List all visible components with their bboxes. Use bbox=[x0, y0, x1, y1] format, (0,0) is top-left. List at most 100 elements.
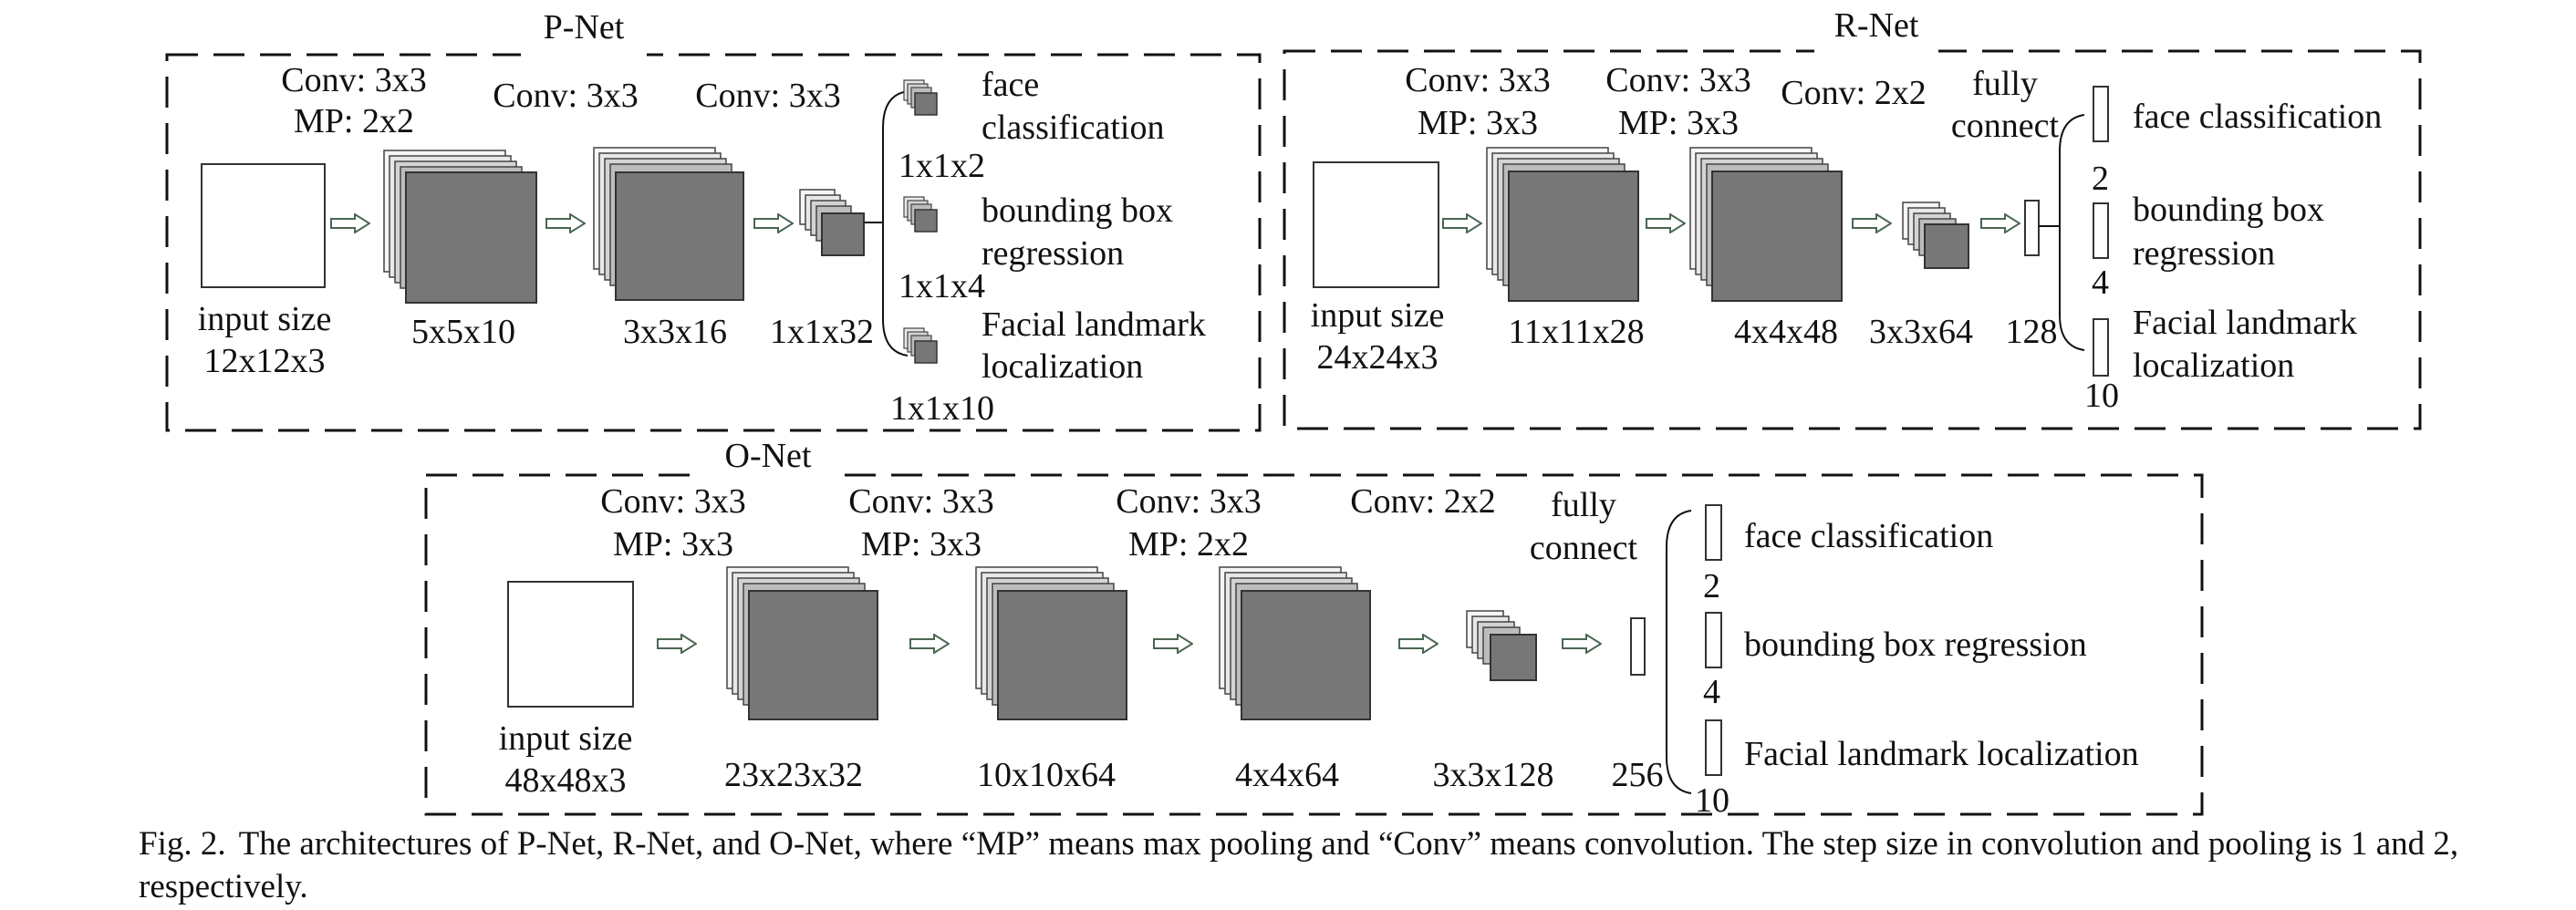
pnet-arrow-3 bbox=[753, 213, 794, 233]
onet-map3-dim: 4x4x64 bbox=[1235, 756, 1339, 794]
onet-fc-line2: connect bbox=[1530, 529, 1638, 567]
rnet-panel: R-Net input size 24x24x3 Conv: 3x3 MP: 3… bbox=[1283, 6, 2422, 430]
onet-feature-map-1 bbox=[726, 566, 878, 720]
rnet-op2-line1: Conv: 3x3 bbox=[1605, 61, 1750, 99]
onet-border bbox=[424, 473, 2204, 816]
pnet-out-face-line1: face bbox=[982, 66, 1039, 104]
pnet-map3-dim: 1x1x32 bbox=[770, 313, 874, 351]
pnet-out-face-dim: 1x1x2 bbox=[898, 147, 985, 185]
pnet-feature-map-3 bbox=[799, 189, 865, 256]
pnet-output-brace bbox=[882, 90, 909, 357]
rnet-map2-dim: 4x4x48 bbox=[1734, 313, 1838, 351]
rnet-op1-line2: MP: 3x3 bbox=[1418, 104, 1538, 142]
pnet-op1-line1: Conv: 3x3 bbox=[281, 61, 426, 99]
pnet-border bbox=[165, 53, 1262, 432]
rnet-map3-dim: 3x3x64 bbox=[1869, 313, 1973, 351]
pnet-out-bbox-dim: 1x1x4 bbox=[898, 267, 985, 305]
onet-map1-dim: 23x23x32 bbox=[724, 756, 863, 794]
onet-op2-line2: MP: 3x3 bbox=[861, 525, 982, 564]
onet-arrow-1 bbox=[657, 634, 697, 654]
rnet-arrow-2 bbox=[1646, 213, 1686, 233]
pnet-op3: Conv: 3x3 bbox=[695, 77, 840, 115]
pnet-op1-line2: MP: 2x2 bbox=[294, 102, 414, 140]
rnet-fc-line1: fully bbox=[1972, 65, 2038, 103]
pnet-out-bbox-line2: regression bbox=[982, 234, 1124, 273]
rnet-out-bbox-bar bbox=[2093, 202, 2109, 259]
onet-feature-map-3 bbox=[1219, 566, 1371, 720]
rnet-input-label-1: input size bbox=[1311, 296, 1445, 335]
rnet-op1-line1: Conv: 3x3 bbox=[1405, 61, 1550, 99]
rnet-feature-map-1 bbox=[1486, 147, 1639, 302]
onet-arrow-4 bbox=[1398, 634, 1439, 654]
rnet-input-image bbox=[1313, 161, 1439, 288]
rnet-output-brace bbox=[2059, 114, 2085, 351]
pnet-map2-dim: 3x3x16 bbox=[623, 313, 727, 351]
onet-input-image bbox=[507, 581, 634, 708]
rnet-out-face-bar bbox=[2093, 86, 2109, 142]
rnet-op2-line2: MP: 3x3 bbox=[1618, 104, 1739, 142]
pnet-op2: Conv: 3x3 bbox=[493, 77, 638, 115]
pnet-input-image bbox=[201, 163, 326, 288]
onet-out-face-dim: 2 bbox=[1703, 567, 1720, 605]
pnet-out-bbox-line1: bounding box bbox=[982, 191, 1173, 230]
pnet-input-label-2: 12x12x3 bbox=[204, 342, 326, 380]
onet-fc-vector bbox=[1630, 617, 1646, 676]
pnet-map1-dim: 5x5x10 bbox=[411, 313, 515, 351]
pnet-out-bbox-icon bbox=[903, 196, 938, 233]
onet-out-bbox-bar bbox=[1705, 612, 1722, 668]
rnet-out-landmark-bar bbox=[2093, 318, 2109, 377]
pnet-arrow-2 bbox=[545, 213, 586, 233]
pnet-out-face-icon bbox=[903, 79, 938, 116]
figure-caption-label: Fig. 2. bbox=[139, 825, 226, 863]
onet-out-face-label: face classification bbox=[1744, 517, 1993, 555]
onet-out-landmark-dim: 10 bbox=[1695, 781, 1729, 820]
onet-fc-dim: 256 bbox=[1612, 756, 1664, 794]
rnet-fc-vector bbox=[2024, 200, 2040, 256]
onet-op3-line2: MP: 2x2 bbox=[1128, 525, 1249, 564]
rnet-arrow-1 bbox=[1442, 213, 1482, 233]
pnet-arrow-1 bbox=[330, 213, 370, 233]
rnet-out-landmark-line2: localization bbox=[2133, 346, 2294, 385]
onet-feature-map-4 bbox=[1466, 610, 1537, 681]
pnet-out-landmark-line2: localization bbox=[982, 347, 1143, 386]
onet-out-landmark-bar bbox=[1705, 719, 1722, 776]
onet-output-brace bbox=[1666, 510, 1692, 794]
pnet-out-landmark-icon bbox=[903, 327, 938, 364]
onet-out-bbox-label: bounding box regression bbox=[1744, 626, 2087, 664]
rnet-fc-line2: connect bbox=[1951, 107, 2060, 145]
onet-op1-line1: Conv: 3x3 bbox=[600, 482, 745, 521]
onet-feature-map-2 bbox=[975, 566, 1127, 720]
rnet-fc-dim: 128 bbox=[2006, 313, 2058, 351]
onet-op4: Conv: 2x2 bbox=[1350, 482, 1495, 521]
rnet-out-face-dim: 2 bbox=[2092, 160, 2109, 198]
onet-map2-dim: 10x10x64 bbox=[977, 756, 1116, 794]
onet-out-face-bar bbox=[1705, 504, 1722, 561]
pnet-panel: P-Net input size 12x12x3 Conv: 3x3 MP: 2… bbox=[165, 8, 1262, 432]
onet-op1-line2: MP: 3x3 bbox=[613, 525, 733, 564]
onet-out-bbox-dim: 4 bbox=[1703, 673, 1720, 711]
rnet-out-bbox-line1: bounding box bbox=[2133, 191, 2324, 229]
pnet-out-landmark-dim: 1x1x10 bbox=[890, 389, 994, 428]
rnet-input-label-2: 24x24x3 bbox=[1317, 338, 1439, 377]
onet-map4-dim: 3x3x128 bbox=[1433, 756, 1554, 794]
onet-op3-line1: Conv: 3x3 bbox=[1116, 482, 1261, 521]
rnet-op3: Conv: 2x2 bbox=[1781, 74, 1926, 112]
onet-arrow-5 bbox=[1562, 634, 1602, 654]
rnet-map1-dim: 11x11x28 bbox=[1508, 313, 1644, 351]
rnet-arrow-4 bbox=[1980, 213, 2020, 233]
pnet-input-label-1: input size bbox=[198, 300, 332, 338]
figure-caption-text: The architectures of P-Net, R-Net, and O… bbox=[139, 825, 2459, 905]
rnet-arrow-3 bbox=[1852, 213, 1892, 233]
onet-input-label-1: input size bbox=[499, 719, 633, 758]
onet-arrow-2 bbox=[909, 634, 950, 654]
pnet-out-landmark-line1: Facial landmark bbox=[982, 305, 1206, 344]
onet-input-label-2: 48x48x3 bbox=[505, 761, 627, 800]
rnet-feature-map-3 bbox=[1902, 202, 1969, 269]
rnet-out-landmark-dim: 10 bbox=[2084, 377, 2119, 415]
pnet-feature-map-2 bbox=[593, 147, 744, 301]
rnet-feature-map-2 bbox=[1689, 147, 1843, 302]
onet-title: O-Net bbox=[725, 437, 812, 475]
rnet-out-bbox-line2: regression bbox=[2133, 234, 2275, 273]
pnet-feature-map-1 bbox=[383, 150, 537, 304]
rnet-title: R-Net bbox=[1834, 6, 1919, 45]
